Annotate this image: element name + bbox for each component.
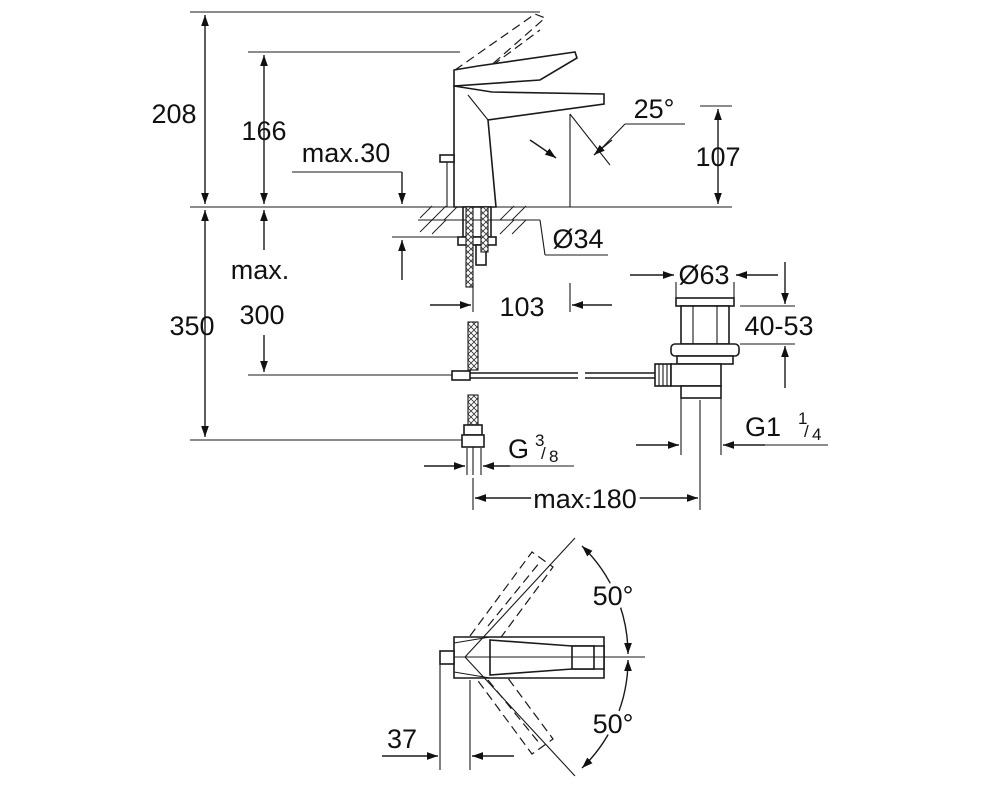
label-pipe-length-total: 350 — [169, 311, 214, 341]
dimension-waste-thread: G1 1 / 4 — [636, 398, 828, 455]
label-swivel-angle-upper: 50° — [593, 581, 634, 611]
label-handle-offset: 37 — [387, 724, 417, 754]
dimension-max-30: max.30 — [292, 138, 470, 280]
dimension-spout-outlet-height: 107 — [695, 109, 741, 204]
pop-up-rod — [451, 363, 672, 387]
label-pipe-length-max: 300 — [239, 300, 284, 330]
dimension-spout-angle: 25° — [529, 94, 685, 166]
label-inlet-thread: G — [508, 434, 529, 464]
dimension-handle-offset: 37 — [382, 664, 514, 770]
label-hole-diameter: Ø34 — [552, 224, 603, 254]
dimension-waste-range: 40-53 — [740, 262, 814, 388]
label-max-30: max.30 — [302, 138, 391, 168]
label-inlet-thread-den: 8 — [549, 447, 558, 466]
dimension-total-height: 208 — [151, 14, 209, 204]
dimension-swivel-upper: 50° — [581, 545, 637, 655]
faucet-side-view — [439, 13, 605, 475]
label-spout-reach: 103 — [499, 292, 544, 322]
label-total-height: 208 — [151, 99, 196, 129]
dimension-hole-diameter: Ø34 — [498, 219, 608, 256]
dimension-pipe-length: 350 max. 300 — [169, 210, 289, 437]
label-spout-outlet-height: 107 — [695, 142, 740, 172]
dimension-inlet-thread: G 3 / 8 — [424, 431, 574, 475]
label-waste-diameter: Ø63 — [678, 260, 729, 290]
faucet-top-view — [439, 537, 645, 777]
waste-valve — [670, 297, 740, 399]
label-waste-thread: G1 — [745, 412, 781, 442]
dimension-spout-height: 166 — [241, 55, 287, 204]
dimension-swivel-lower: 50° — [581, 659, 637, 769]
label-waste-range: 40-53 — [744, 311, 813, 341]
label-spout-angle: 25° — [634, 94, 675, 124]
label-spout-height: 166 — [241, 116, 286, 146]
label-rod-length: max.180 — [533, 484, 637, 514]
dimension-waste-diameter: Ø63 — [630, 260, 778, 298]
label-waste-thread-slash: / — [804, 422, 809, 441]
label-waste-thread-den: 4 — [812, 425, 821, 444]
dimension-spout-reach: 103 — [430, 283, 612, 322]
label-waste-thread-num: 1 — [798, 409, 807, 428]
label-inlet-thread-num: 3 — [535, 431, 544, 450]
label-swivel-angle-lower: 50° — [593, 709, 634, 739]
dimension-rod-length: max.180 — [472, 400, 701, 518]
label-max-prefix: max. — [231, 255, 290, 285]
label-inlet-thread-slash: / — [541, 444, 546, 463]
